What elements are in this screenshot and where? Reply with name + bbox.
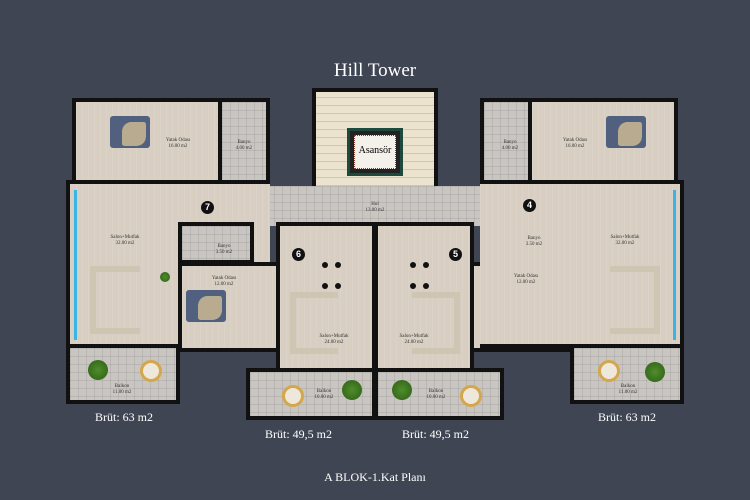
bed-icon (110, 116, 150, 148)
plant-icon (88, 360, 108, 380)
sofa-icon (610, 266, 660, 334)
bed-icon (606, 116, 646, 148)
unit4-number: 4 (523, 199, 536, 212)
table-icon (598, 360, 620, 382)
unit4-bath (480, 98, 532, 184)
unit5-brut: Brüt: 49,5 m2 (402, 427, 470, 441)
plant-icon (342, 380, 362, 400)
unit5-balcony (374, 368, 504, 420)
plant-icon (392, 380, 412, 400)
sofa-icon (90, 266, 140, 334)
unit7-balcony (66, 344, 180, 404)
unit6-balcony (246, 368, 376, 420)
plant-icon (160, 272, 170, 282)
table-icon (140, 360, 162, 382)
unit6-number: 6 (292, 248, 305, 261)
hall (262, 186, 488, 226)
elevator-label: Asansör (354, 135, 396, 169)
bed-icon (186, 290, 226, 322)
sofa-icon (290, 292, 338, 354)
elevator: Asansör (347, 128, 403, 176)
hall-area: 13.00 m2 (365, 208, 385, 213)
table-icon (460, 385, 482, 407)
unit7-bath (218, 98, 270, 184)
unit7-number: 7 (201, 201, 214, 214)
unit6-bath (178, 222, 254, 264)
plan-footer: A BLOK-1.Kat Planı (324, 470, 426, 484)
plant-icon (645, 362, 665, 382)
unit4-brut: Brüt: 63 m2 (598, 410, 657, 424)
table-icon (282, 385, 304, 407)
sofa-icon (412, 292, 460, 354)
unit5-number: 5 (449, 248, 462, 261)
unit6-brut: Brüt: 49,5 m2 (265, 427, 333, 441)
plan-title: Hill Tower (333, 60, 417, 81)
unit4-salon (480, 180, 684, 348)
unit7-brut: Brüt: 63 m2 (95, 410, 154, 424)
hall-name: Hol (371, 202, 379, 207)
unit4-bedroom (528, 98, 678, 184)
